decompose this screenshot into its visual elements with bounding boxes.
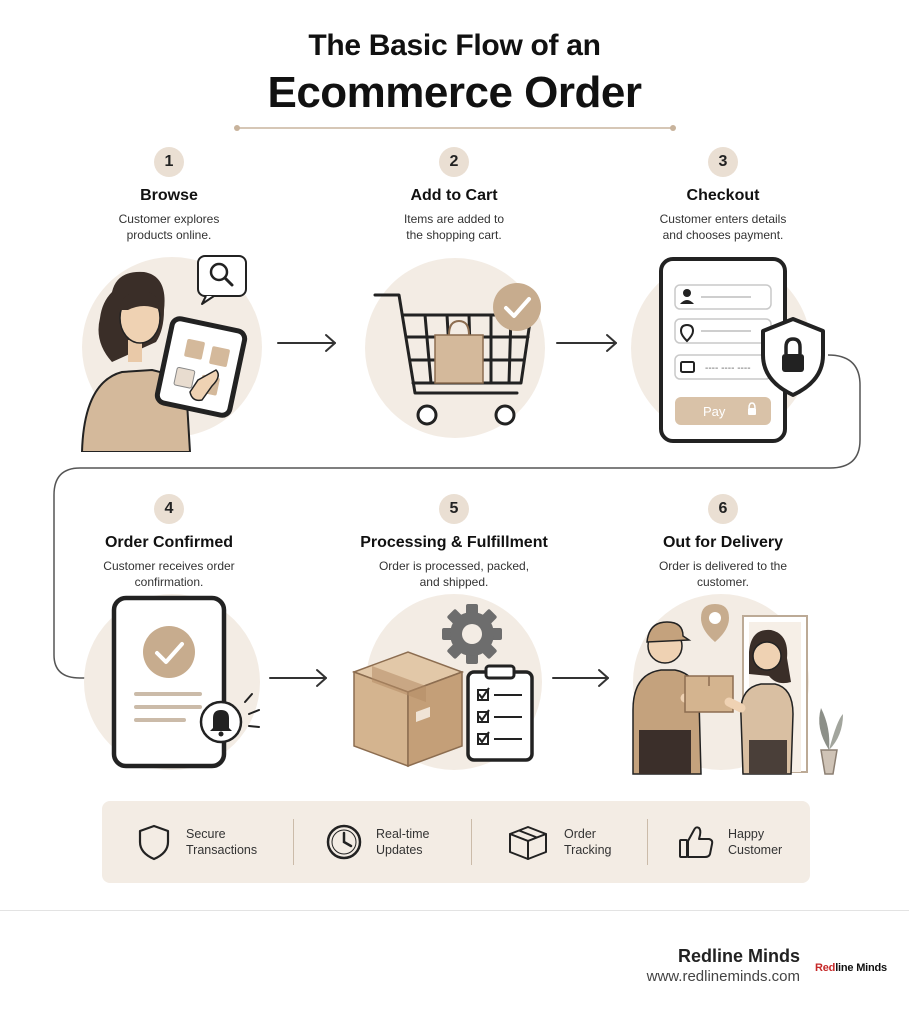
step-number: 5 bbox=[439, 494, 469, 524]
clock-icon bbox=[326, 824, 362, 860]
gear-icon bbox=[442, 604, 502, 664]
shield-icon bbox=[138, 824, 170, 861]
title-divider bbox=[234, 125, 676, 131]
clipboard-icon bbox=[466, 664, 534, 762]
bell-icon bbox=[199, 700, 243, 744]
feature-divider bbox=[647, 819, 648, 865]
step-title: Add to Cart bbox=[410, 187, 498, 204]
cart-illustration bbox=[365, 258, 545, 438]
page-title-line1: The Basic Flow of an bbox=[308, 29, 601, 62]
shield-lock-icon bbox=[761, 317, 825, 397]
search-icon bbox=[197, 255, 247, 305]
box-icon bbox=[509, 826, 547, 860]
step-number: 1 bbox=[154, 147, 184, 177]
arrow-2-3 bbox=[556, 334, 617, 352]
delivery-illustration bbox=[632, 594, 843, 775]
page-header: The Basic Flow of an Ecommerce Order bbox=[0, 28, 909, 120]
tablet-icon bbox=[154, 316, 248, 418]
processing-illustration bbox=[351, 594, 542, 770]
footer-divider bbox=[0, 910, 909, 911]
step-title: Processing & Fulfillment bbox=[360, 534, 548, 551]
step-title: Browse bbox=[140, 187, 198, 204]
check-circle-icon bbox=[493, 283, 541, 331]
box-icon bbox=[351, 651, 465, 768]
brand-url[interactable]: www.redlineminds.com bbox=[646, 968, 800, 985]
brand-name: Redline Minds bbox=[677, 946, 800, 966]
phone-icon bbox=[111, 595, 227, 769]
step-number: 4 bbox=[154, 494, 184, 524]
order-confirmed-illustration bbox=[84, 594, 260, 770]
card-number-placeholder: ---- ---- ---- bbox=[705, 363, 751, 374]
feature-divider bbox=[293, 819, 294, 865]
step-order-confirmed: 4 Order Confirmed Customer receives orde… bbox=[49, 494, 289, 590]
pay-button bbox=[675, 397, 771, 425]
customer-person bbox=[724, 629, 794, 775]
thumbs-up-icon bbox=[679, 826, 714, 858]
arrow-4-5 bbox=[269, 669, 327, 687]
step-out-for-delivery: 6 Out for Delivery Order is delivered to… bbox=[603, 494, 843, 590]
location-pin-icon bbox=[701, 604, 729, 642]
step-title: Order Confirmed bbox=[104, 534, 233, 551]
pay-label: Pay bbox=[703, 404, 726, 419]
brand-logo: Redline Minds bbox=[815, 962, 887, 974]
step-title: Out for Delivery bbox=[662, 534, 784, 551]
step-number: 6 bbox=[708, 494, 738, 524]
step-number: 2 bbox=[439, 147, 469, 177]
plant-icon bbox=[819, 708, 843, 775]
browse-illustration bbox=[80, 255, 262, 452]
step-number: 3 bbox=[708, 147, 738, 177]
check-circle-icon bbox=[143, 626, 195, 678]
step-processing-fulfillment: 5 Processing & Fulfillment Order is proc… bbox=[334, 494, 574, 590]
arrow-5-6 bbox=[552, 669, 609, 687]
step-title: Checkout bbox=[686, 187, 760, 204]
arrow-1-2 bbox=[277, 334, 336, 352]
step-description: Order is processed, packed,and shipped. bbox=[378, 559, 530, 589]
feature-divider bbox=[471, 819, 472, 865]
page-title-line2: Ecommerce Order bbox=[267, 68, 642, 117]
package-icon bbox=[684, 675, 734, 713]
checkout-illustration: ---- ---- ---- Pay bbox=[631, 257, 825, 443]
